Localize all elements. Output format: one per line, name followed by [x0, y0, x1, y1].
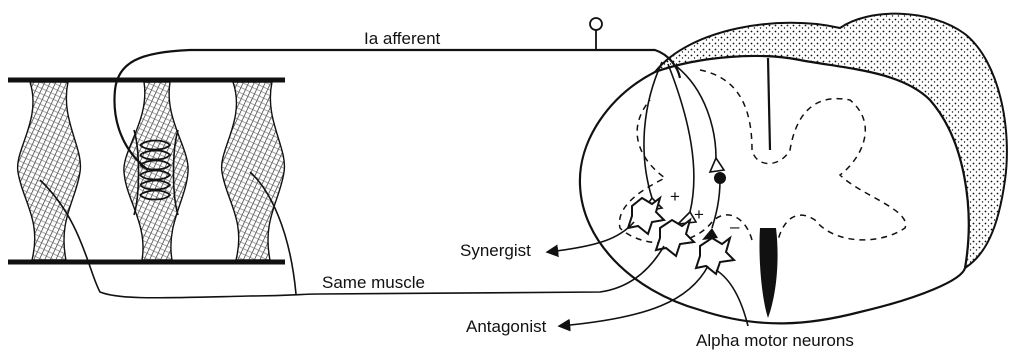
extrafusal-fiber-right	[222, 82, 285, 260]
excitatory-sign-1: +	[670, 187, 680, 206]
spinal-cord	[580, 14, 1007, 324]
excitatory-sign-2: +	[694, 205, 704, 224]
muscle	[8, 80, 285, 262]
extrafusal-fiber-left	[18, 82, 81, 260]
inhibitory-sign: –	[730, 217, 740, 236]
dorsal-root-ganglion	[590, 18, 602, 30]
antagonist-label: Antagonist	[466, 317, 547, 336]
muscle-spindle	[124, 82, 188, 260]
same-muscle-label: Same muscle	[322, 273, 425, 292]
synergist-label: Synergist	[460, 241, 531, 260]
ia-afferent-label: Ia afferent	[364, 29, 441, 48]
inhibitory-interneuron	[714, 172, 726, 184]
alpha-motor-neurons-label: Alpha motor neurons	[696, 331, 854, 350]
